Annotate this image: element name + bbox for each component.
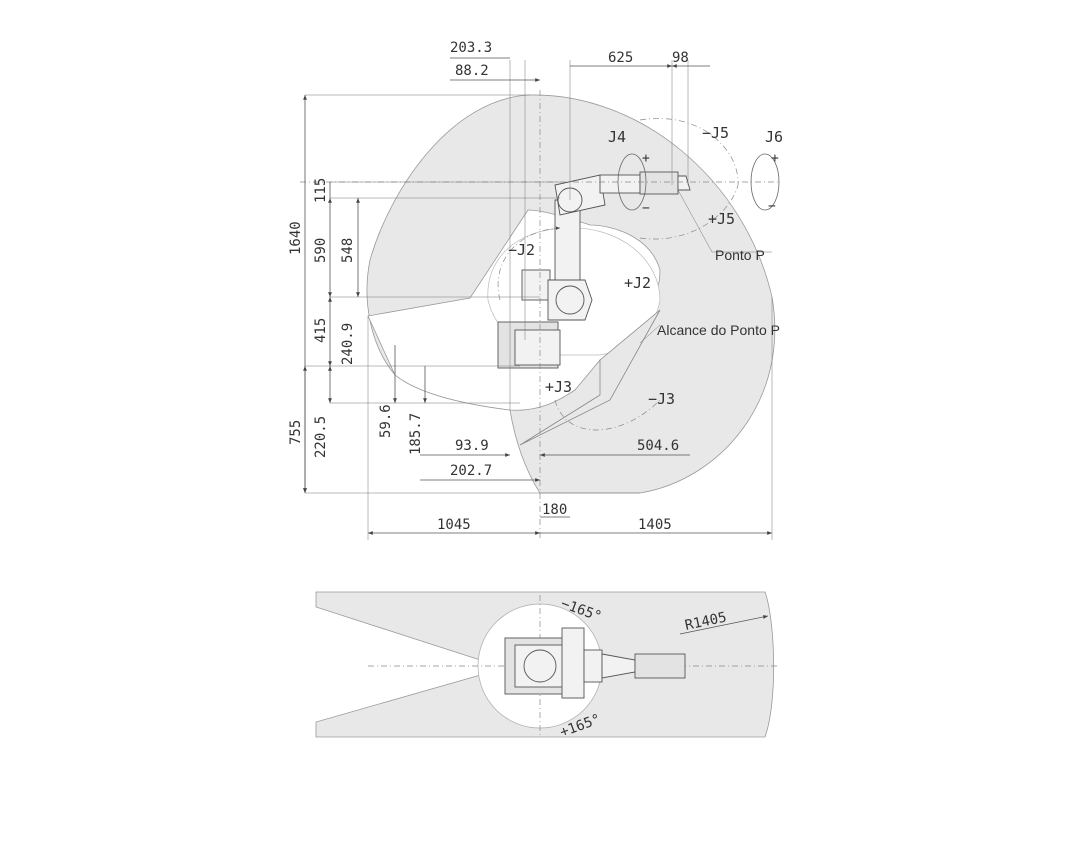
label-185-7: 185.7 — [408, 413, 424, 455]
j4-ellipse — [617, 153, 647, 211]
label-alcance: Alcance do Ponto P — [657, 322, 780, 338]
j4-minus-sign: − — [642, 201, 650, 216]
label-j6: J6 — [765, 128, 783, 146]
label-115: 115 — [313, 178, 329, 203]
top-turret — [514, 644, 564, 688]
label-j3-pos: +J3 — [545, 378, 572, 396]
top-robot — [504, 627, 686, 699]
label-202-7: 202.7 — [450, 463, 492, 479]
label-j4: J4 — [608, 128, 626, 146]
j6-ellipse — [750, 153, 780, 211]
label-180: 180 — [542, 502, 567, 518]
label-j2-neg: −J2 — [508, 241, 535, 259]
top-view: R1405 −165° +165° — [315, 591, 780, 741]
j1-motor — [521, 269, 551, 301]
j5-arc-lower — [639, 184, 739, 240]
label-88-2: 88.2 — [455, 63, 489, 79]
robot-arm — [497, 171, 691, 369]
j3-arc — [554, 399, 661, 431]
label-625: 625 — [608, 50, 633, 66]
label-415: 415 — [313, 318, 329, 343]
j2-axis — [555, 285, 585, 315]
label-ponto-p: Ponto P — [715, 247, 765, 263]
label-93-9: 93.9 — [455, 438, 489, 454]
label-j2-pos: +J2 — [624, 274, 651, 292]
upper-arm-joint — [554, 174, 606, 216]
label-1045: 1045 — [437, 517, 471, 533]
label-1640: 1640 — [288, 221, 304, 255]
label-j5-pos: +J5 — [708, 210, 735, 228]
top-wrist — [634, 653, 686, 679]
lower-wedge — [519, 309, 661, 446]
label-j5-neg: −J5 — [702, 124, 729, 142]
label-504-6: 504.6 — [637, 438, 679, 454]
top-j1-axis — [523, 649, 557, 683]
j2-arc — [497, 226, 561, 301]
flange — [677, 175, 691, 191]
alcance-leader — [639, 324, 661, 344]
j4-plus-sign: + — [642, 151, 650, 166]
ponto-p-leader — [677, 189, 713, 253]
label-203-3: 203.3 — [450, 40, 492, 56]
j5-arc — [639, 118, 739, 186]
label-755: 755 — [288, 420, 304, 445]
label-j3-neg: −J3 — [648, 390, 675, 408]
robot-base-cover — [514, 329, 561, 366]
label-548: 548 — [340, 238, 356, 263]
label-590: 590 — [313, 238, 329, 263]
side-view: 203.3 88.2 625 98 1640 115 590 548 415 2… — [288, 40, 783, 540]
forearm — [599, 174, 641, 194]
j6-plus-sign: + — [771, 151, 779, 166]
top-arm — [583, 649, 603, 683]
label-98: 98 — [672, 50, 689, 66]
top-motor-pack — [561, 627, 585, 699]
label-240-9: 240.9 — [340, 323, 356, 365]
j6-minus-sign: − — [768, 199, 776, 214]
label-1405: 1405 — [638, 517, 672, 533]
label-59-6: 59.6 — [378, 404, 394, 438]
r1405-leader — [679, 615, 769, 635]
label-220-5: 220.5 — [313, 416, 329, 458]
